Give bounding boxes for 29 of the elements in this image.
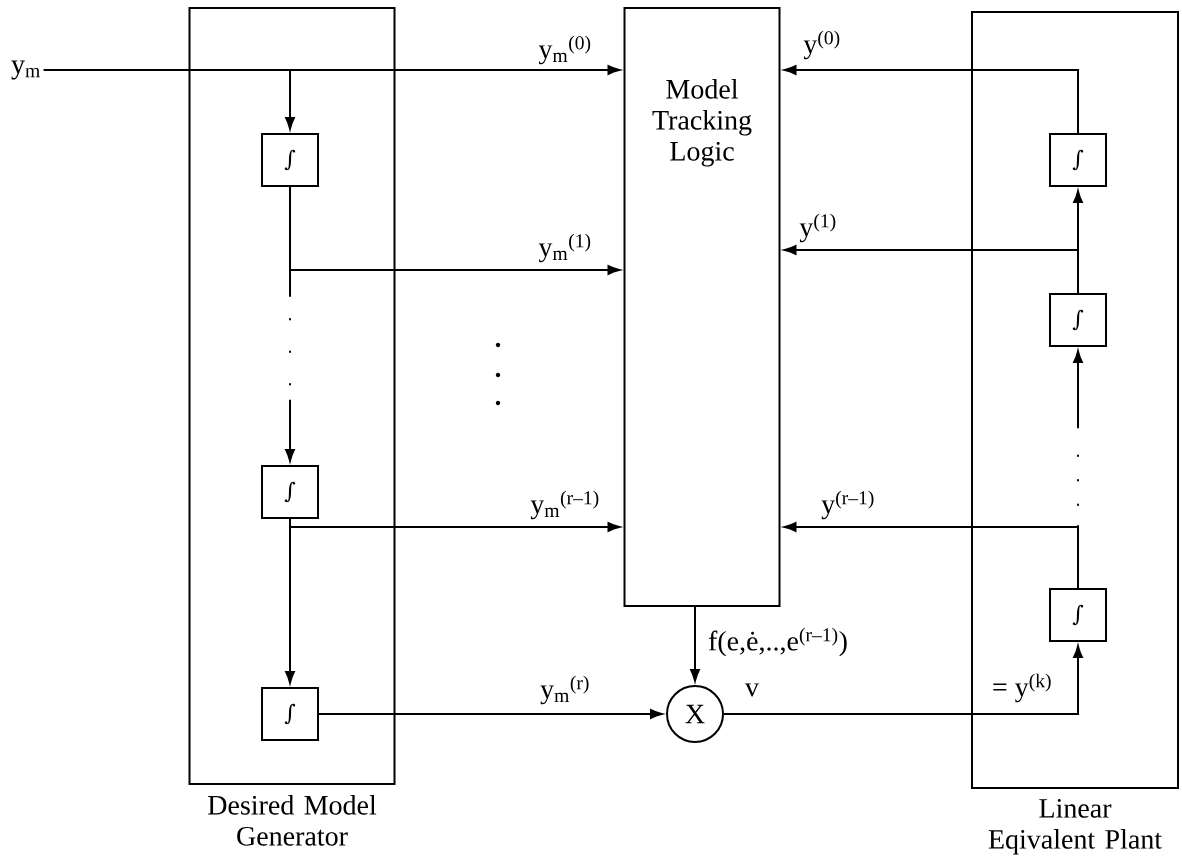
arrow <box>784 65 1079 134</box>
arrow <box>285 186 295 462</box>
arrow <box>318 709 663 719</box>
edge-label: y$_{m}$(r–1) <box>529 489 601 521</box>
signal-label: = y$^{(k)}$ <box>990 672 1054 704</box>
integrator-box: ∫ <box>1049 293 1107 347</box>
edge-label: f(e,ė,..,e$^{(r–1)}$) <box>707 626 849 658</box>
node-label: Linear Eqivalent Plant <box>988 799 1162 855</box>
integrator-box: ∫ <box>1049 133 1107 187</box>
arrow <box>42 69 295 130</box>
input-label: y$_{m}$ <box>11 60 40 80</box>
arrow <box>1073 350 1083 589</box>
integrator-box: ∫ <box>261 133 319 187</box>
arrow <box>285 518 295 684</box>
edge-label: y$^{(0)}$ <box>802 29 842 61</box>
edge-label: v <box>744 682 760 698</box>
integrator-box: ∫ <box>1049 588 1107 642</box>
arrow <box>723 645 1083 715</box>
integrator-box: ∫ <box>261 687 319 741</box>
logic-box: Model Tracking Logic <box>623 7 781 607</box>
edge-label: y$_{m}$(0) <box>537 34 593 66</box>
edge-label: y$^{(1)}$ <box>798 212 838 244</box>
edge-label: y$_{m}$(r) <box>539 674 591 706</box>
node-label: Desired Model Generator <box>208 794 377 846</box>
integrator-box: ∫ <box>261 465 319 519</box>
arrow <box>1073 190 1083 294</box>
edge-label: y$^{(r–1)}$ <box>820 489 876 521</box>
arrow <box>690 606 700 682</box>
edge-label: y$_{m}$(1) <box>537 232 593 264</box>
